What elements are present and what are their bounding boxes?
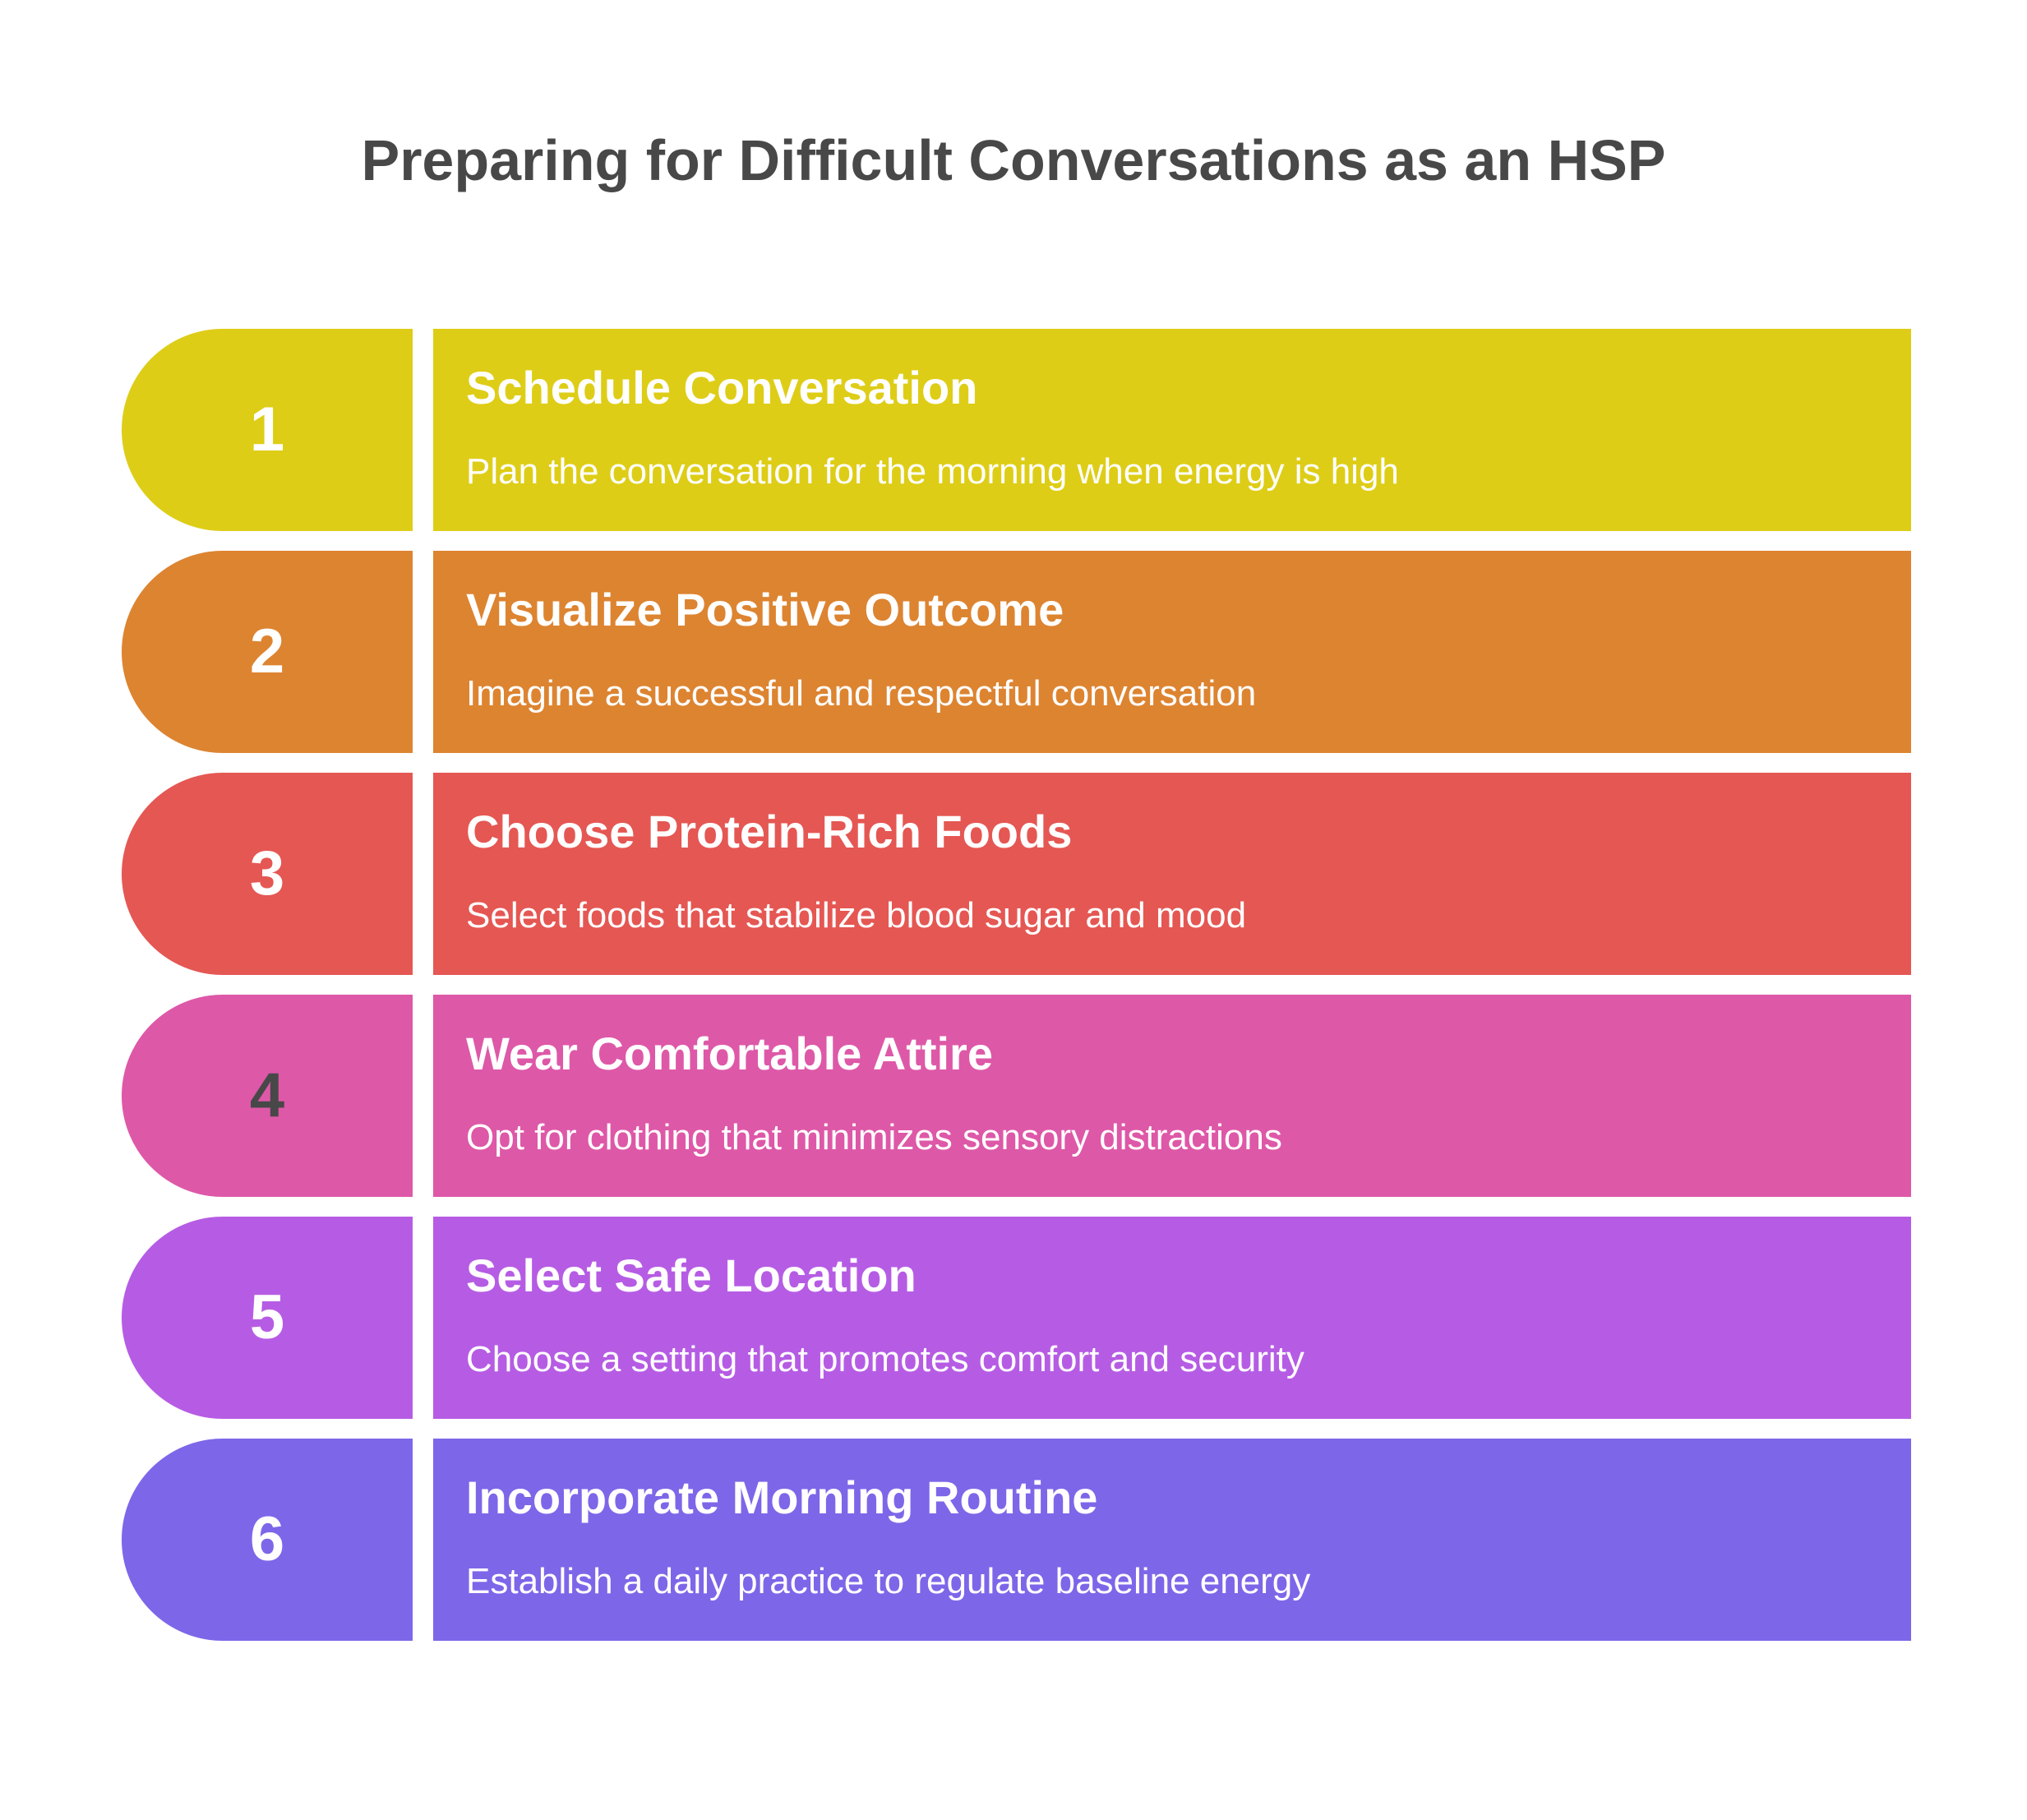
step-item: 1 Schedule Conversation Plan the convers…: [122, 329, 1911, 531]
step-item: 5 Select Safe Location Choose a setting …: [122, 1217, 1911, 1419]
step-number: 6: [249, 1504, 285, 1574]
step-number: 4: [249, 1060, 285, 1130]
step-item: 4 Wear Comfortable Attire Opt for clothi…: [122, 995, 1911, 1197]
step-number: 3: [249, 838, 285, 908]
step-title: Schedule Conversation: [466, 362, 978, 413]
step-number: 2: [249, 617, 285, 686]
step-number-tab: 2: [122, 551, 413, 753]
step-item: 2 Visualize Positive Outcome Imagine a s…: [122, 551, 1911, 753]
step-title: Select Safe Location: [466, 1250, 917, 1301]
step-description: Select foods that stabilize blood sugar …: [466, 895, 1247, 935]
step-description: Imagine a successful and respectful conv…: [466, 673, 1257, 714]
step-number: 5: [249, 1282, 285, 1352]
step-title: Wear Comfortable Attire: [466, 1028, 993, 1079]
step-number-tab: 4: [122, 995, 413, 1197]
step-item: 6 Incorporate Morning Routine Establish …: [122, 1439, 1911, 1641]
step-number-tab: 3: [122, 773, 413, 975]
step-panel: Incorporate Morning Routine Establish a …: [433, 1439, 1911, 1641]
step-panel: Wear Comfortable Attire Opt for clothing…: [433, 995, 1911, 1197]
step-number-tab: 5: [122, 1217, 413, 1419]
step-title: Visualize Positive Outcome: [466, 584, 1064, 635]
step-description: Plan the conversation for the morning wh…: [466, 451, 1399, 492]
step-title: Choose Protein-Rich Foods: [466, 806, 1073, 857]
step-title: Incorporate Morning Routine: [466, 1471, 1098, 1523]
step-item: 3 Choose Protein-Rich Foods Select foods…: [122, 773, 1911, 975]
step-number: 1: [249, 395, 285, 464]
step-panel: Schedule Conversation Plan the conversat…: [433, 329, 1911, 531]
step-description: Choose a setting that promotes comfort a…: [466, 1339, 1304, 1379]
step-description: Establish a daily practice to regulate b…: [466, 1561, 1311, 1601]
page-title: Preparing for Difficult Conversations as…: [361, 128, 1666, 192]
step-number-tab: 1: [122, 329, 413, 531]
step-number-tab: 6: [122, 1439, 413, 1641]
step-panel: Visualize Positive Outcome Imagine a suc…: [433, 551, 1911, 753]
step-panel: Select Safe Location Choose a setting th…: [433, 1217, 1911, 1419]
step-description: Opt for clothing that minimizes sensory …: [466, 1117, 1282, 1157]
steps-list: 1 Schedule Conversation Plan the convers…: [122, 329, 1911, 1661]
step-panel: Choose Protein-Rich Foods Select foods t…: [433, 773, 1911, 975]
